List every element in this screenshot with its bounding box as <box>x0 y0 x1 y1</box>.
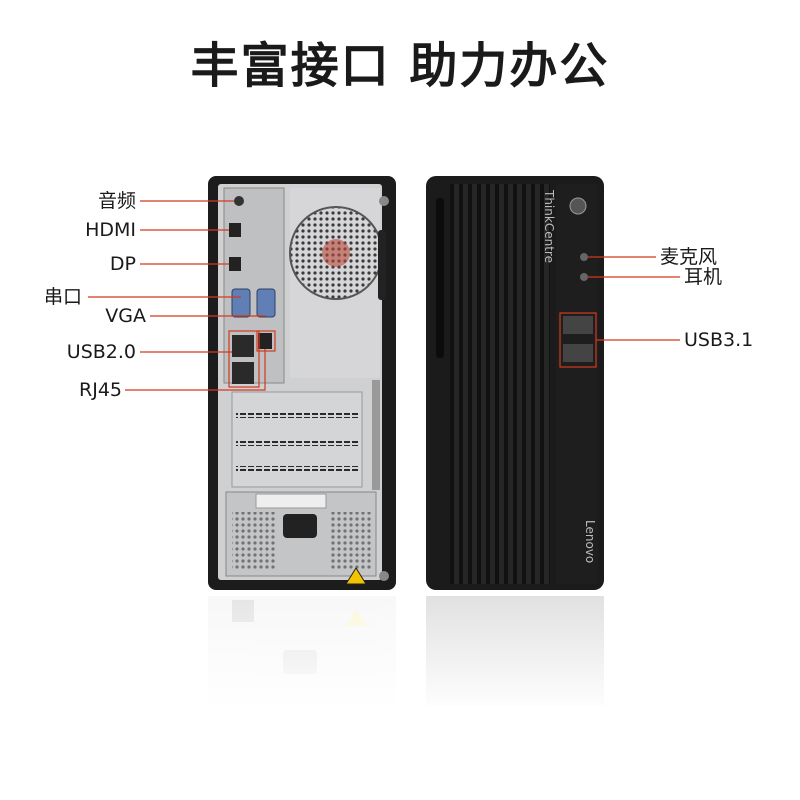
warning-icon <box>345 567 367 585</box>
brand-vertical: ThinkCentre <box>542 189 556 263</box>
label-headphone: 耳机 <box>684 266 723 288</box>
usb20-ports-top <box>232 335 254 357</box>
audio-jack <box>234 196 244 206</box>
optical-bay <box>436 198 444 358</box>
front-tower <box>426 176 604 590</box>
label-dp: DP <box>109 253 136 275</box>
usb31-ports-bottom <box>563 344 593 362</box>
mic-jack <box>580 253 588 261</box>
label-hdmi: HDMI <box>85 219 136 241</box>
serial-port <box>231 288 251 318</box>
dp-port <box>229 257 241 271</box>
usb31-ports-top <box>563 316 593 334</box>
rj45-port <box>258 333 272 349</box>
vga-port <box>256 288 276 318</box>
callout-lines <box>88 200 680 391</box>
label-rj45: RJ45 <box>79 379 122 401</box>
label-serial: 串口 <box>44 286 83 308</box>
power-button <box>569 197 587 215</box>
headphone-jack <box>580 273 588 281</box>
label-vga: VGA <box>105 305 146 327</box>
page-title: 丰富接口 助力办公 <box>190 38 610 94</box>
rear-tower <box>208 176 396 590</box>
label-usb20: USB2.0 <box>66 341 136 363</box>
label-mic: 麦克风 <box>660 246 718 268</box>
power-socket <box>283 514 317 538</box>
label-audio: 音频 <box>97 190 136 212</box>
brand-side: Lenovo <box>583 520 597 563</box>
usb20-ports-bottom <box>232 362 254 384</box>
label-usb31: USB3.1 <box>684 329 754 351</box>
hdmi-port <box>229 223 241 237</box>
